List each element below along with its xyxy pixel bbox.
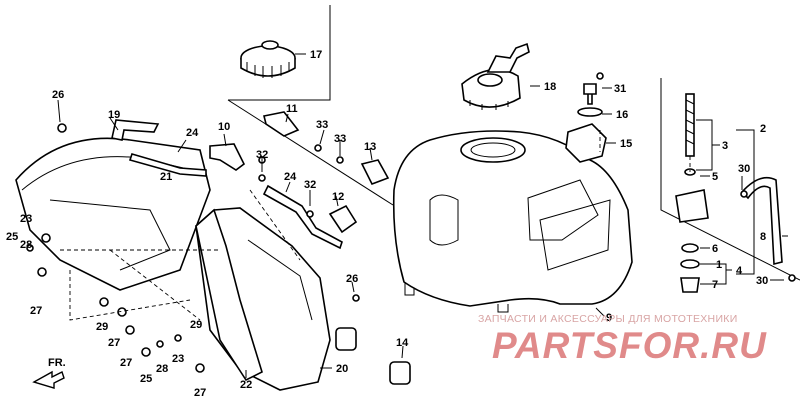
watermark-logo: PARTSFOR.RU	[492, 325, 767, 366]
callout-labels: 1 2 3 4 5 6 7 8 9 10 11 12 13 14 15 16 1…	[6, 49, 768, 399]
mount-bracket-15	[565, 123, 607, 163]
callout-32a: 32	[256, 149, 268, 161]
callout-29b: 29	[190, 319, 202, 331]
callout-32b: 32	[304, 179, 316, 191]
callout-12: 12	[332, 191, 344, 203]
callout-8: 8	[760, 231, 766, 243]
callout-7: 7	[712, 279, 718, 291]
callout-2: 2	[760, 123, 766, 135]
callout-31: 31	[614, 83, 626, 95]
stay-11	[263, 111, 300, 137]
callout-5: 5	[712, 171, 718, 183]
callout-14: 14	[396, 337, 409, 349]
callout-28a: 28	[20, 239, 32, 251]
callout-28b: 28	[156, 363, 168, 375]
callout-27a: 27	[30, 305, 42, 317]
callout-11: 11	[286, 103, 298, 115]
callout-6: 6	[712, 243, 718, 255]
callout-30a: 30	[738, 163, 750, 175]
callout-26a: 26	[52, 89, 64, 101]
callout-20: 20	[336, 363, 348, 375]
rubber-washer-16	[577, 107, 603, 117]
group-bracket-left	[227, 99, 394, 206]
group-bracket-top	[228, 5, 331, 101]
fuel-tank-9	[392, 130, 633, 313]
left-shroud-19	[15, 119, 211, 291]
front-arrow-icon	[32, 370, 65, 389]
stay-10	[209, 143, 246, 171]
key-cap-18	[461, 42, 530, 110]
callout-4: 4	[736, 265, 743, 277]
callout-23b: 23	[172, 353, 184, 365]
small-hardware	[26, 72, 796, 373]
watermark-tagline: ЗАПЧАСТИ И АКСЕССУАРЫ ДЛЯ МОТОТЕХНИКИ	[478, 313, 738, 325]
fuel-hose-8	[740, 176, 783, 266]
callout-21: 21	[160, 171, 172, 183]
front-direction-label: FR.	[48, 357, 66, 369]
leader-lines	[57, 53, 788, 378]
callout-9: 9	[606, 312, 612, 324]
right-shroud-20	[195, 207, 331, 391]
fuel-valve-assembly	[675, 93, 709, 293]
exploded-lines	[60, 130, 691, 321]
callout-29a: 29	[96, 321, 108, 333]
callout-10: 10	[218, 121, 230, 133]
callout-30b: 30	[756, 275, 768, 287]
callout-25b: 25	[140, 373, 152, 385]
callout-19: 19	[108, 109, 120, 121]
stay-rod-24	[128, 153, 207, 177]
callout-23a: 23	[20, 213, 32, 225]
callout-27c: 27	[120, 357, 132, 369]
callout-27d: 27	[194, 387, 206, 399]
callout-3: 3	[722, 140, 728, 152]
fuel-cap-17	[240, 40, 296, 78]
callout-24a: 24	[186, 127, 199, 139]
callout-26b: 26	[346, 273, 358, 285]
callout-33b: 33	[334, 133, 346, 145]
callout-13: 13	[364, 141, 376, 153]
callout-15: 15	[620, 138, 632, 150]
callout-18: 18	[544, 81, 556, 93]
callout-33a: 33	[316, 119, 328, 131]
callout-16: 16	[616, 109, 628, 121]
callout-17: 17	[310, 49, 322, 61]
callout-25a: 25	[6, 231, 18, 243]
callout-27b: 27	[108, 337, 120, 349]
stay-12	[328, 204, 358, 234]
bolt-31	[583, 83, 597, 105]
callout-22: 22	[240, 379, 252, 391]
callout-1: 1	[716, 259, 722, 271]
callout-24b: 24	[284, 171, 297, 183]
stay-13	[360, 159, 390, 186]
grommet-14	[335, 327, 411, 385]
